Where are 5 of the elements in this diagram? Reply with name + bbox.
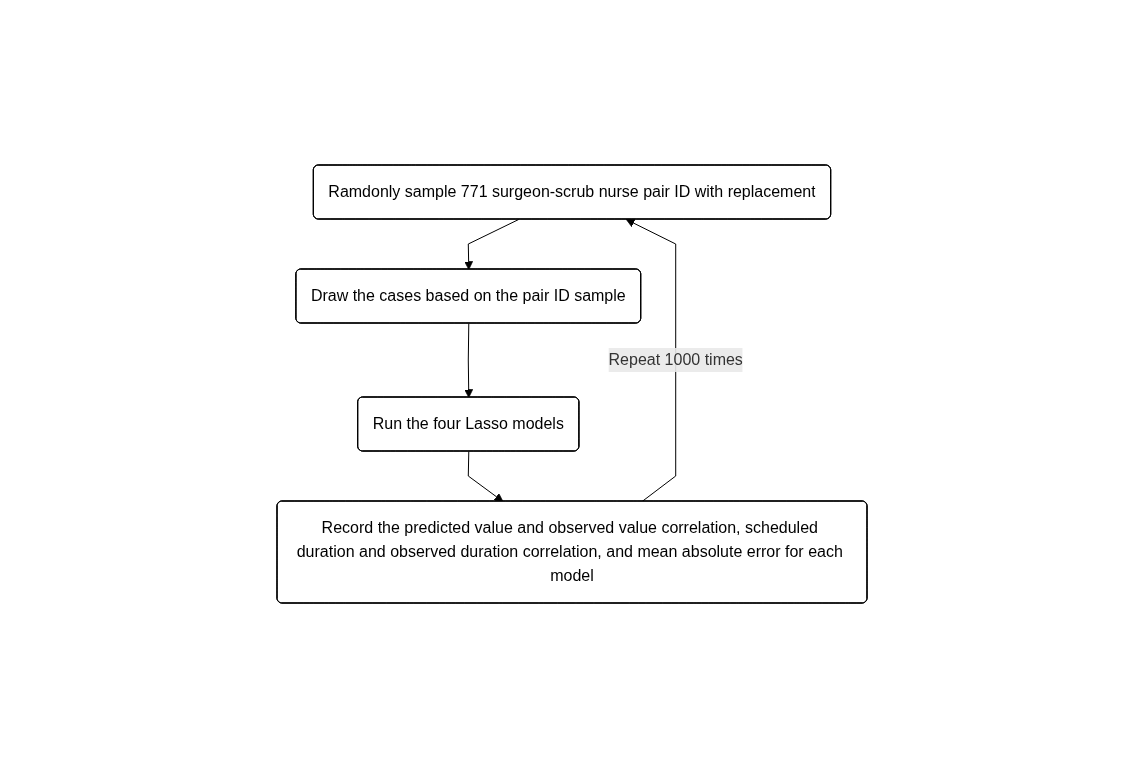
arrow bbox=[464, 218, 520, 270]
arrow bbox=[467, 450, 504, 502]
arrow bbox=[464, 322, 474, 398]
arrow bbox=[625, 218, 677, 502]
edge-label: Repeat 1000 times bbox=[608, 350, 743, 368]
